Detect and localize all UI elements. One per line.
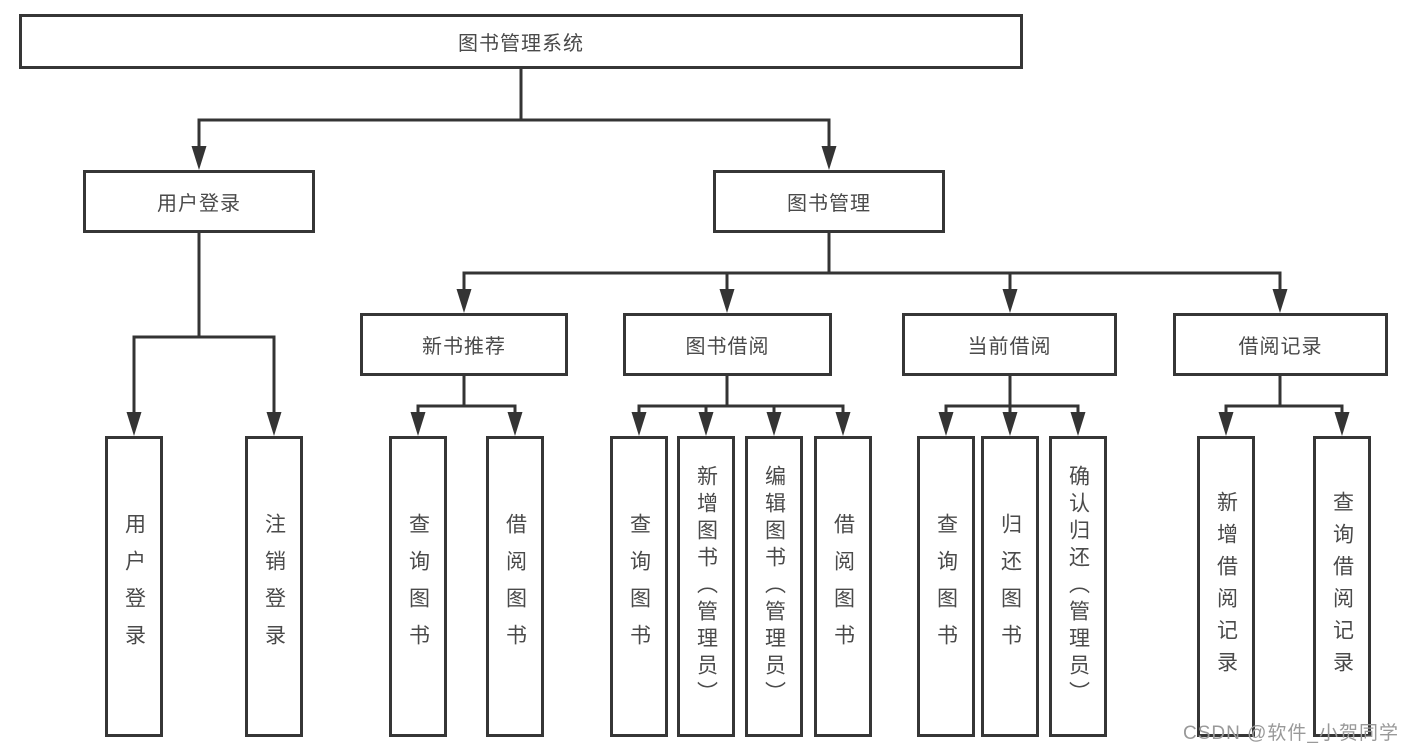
leaf-label: 用户登录 (122, 512, 146, 661)
leaf-label: 注销登录 (262, 512, 286, 661)
node-user-login: 用户登录 (83, 170, 315, 233)
leaf-borrow-books: 借阅图书 (486, 436, 544, 737)
leaf-query-borrow-record: 查询借阅记录 (1313, 436, 1371, 737)
node-library-management-system: 图书管理系统 (19, 14, 1023, 69)
leaf-label: 归还图书 (998, 512, 1022, 661)
leaf-label: 查询图书 (934, 512, 958, 661)
leaf-logout: 注销登录 (245, 436, 303, 737)
leaf-label: 新增图书（管理员） (694, 465, 718, 708)
leaf-add-book-admin: 新增图书（管理员） (677, 436, 735, 737)
leaf-borrow-books: 借阅图书 (814, 436, 872, 737)
leaf-label: 借阅图书 (503, 512, 527, 661)
leaf-label: 查询图书 (406, 512, 430, 661)
leaf-edit-book-admin: 编辑图书（管理员） (745, 436, 803, 737)
leaf-query-books: 查询图书 (610, 436, 668, 737)
leaf-label: 查询图书 (627, 512, 651, 661)
leaf-query-books: 查询图书 (389, 436, 447, 737)
csdn-watermark: CSDN @软件_小贺同学 (1183, 723, 1399, 744)
leaf-confirm-return-admin: 确认归还（管理员） (1049, 436, 1107, 737)
node-book-borrowing: 图书借阅 (623, 313, 832, 376)
leaf-query-books: 查询图书 (917, 436, 975, 737)
leaf-user-login: 用户登录 (105, 436, 163, 737)
leaf-label: 查询借阅记录 (1330, 490, 1354, 683)
leaf-return-book: 归还图书 (981, 436, 1039, 737)
node-book-management: 图书管理 (713, 170, 945, 233)
node-borrowing-records: 借阅记录 (1173, 313, 1388, 376)
node-current-borrowing: 当前借阅 (902, 313, 1117, 376)
leaf-label: 借阅图书 (831, 512, 855, 661)
leaf-add-borrow-record: 新增借阅记录 (1197, 436, 1255, 737)
leaf-label: 确认归还（管理员） (1066, 465, 1090, 708)
leaf-label: 编辑图书（管理员） (762, 465, 786, 708)
node-new-book-recommendation: 新书推荐 (360, 313, 568, 376)
leaf-label: 新增借阅记录 (1214, 490, 1238, 683)
